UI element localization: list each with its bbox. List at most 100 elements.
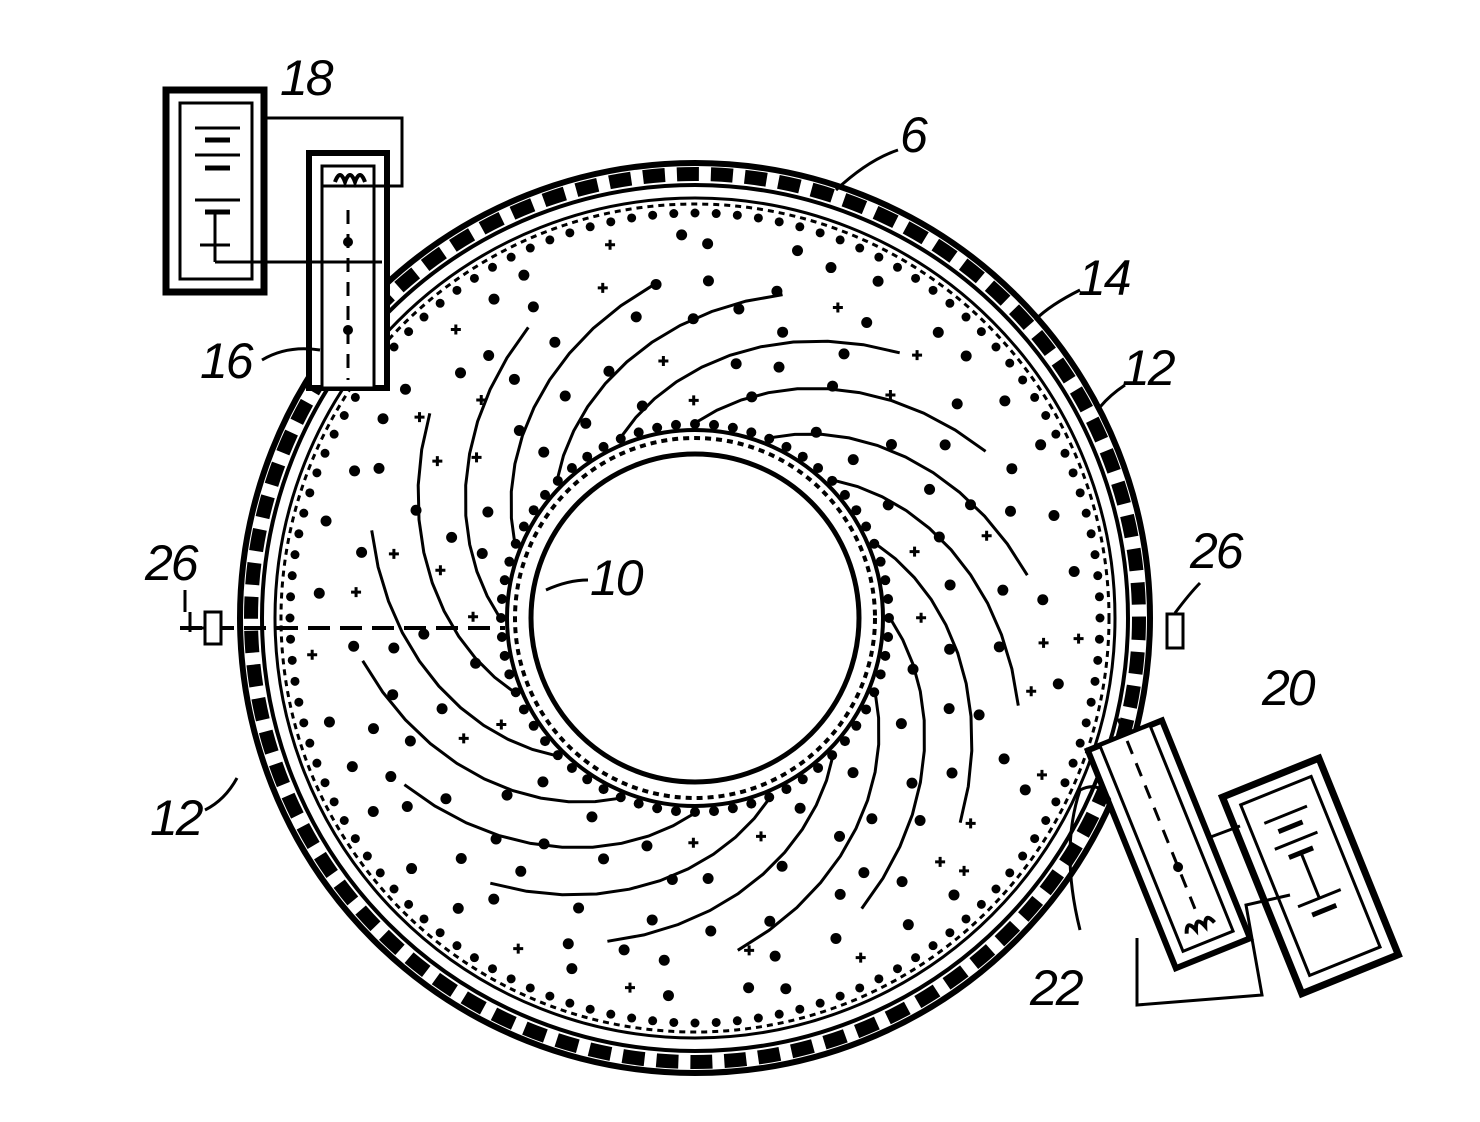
outer-emitter-tip [711,1017,721,1027]
inner-emitter-tip [851,505,862,516]
particle-cross [307,649,318,660]
support-right [1165,612,1185,650]
inner-emitter-tip [552,750,563,761]
inner-emitter-tip [518,704,529,715]
outer-emitter-tip [419,914,429,924]
particle-dot [838,348,850,360]
inner-emitter-tip [499,575,510,586]
particle-dot [1019,784,1031,796]
particle-field [307,229,1084,1002]
particle-cross [388,548,399,559]
particle-cross [496,719,507,730]
leader-16 [261,347,321,362]
particle-dot [1048,510,1060,522]
inner-emitter-tip [884,613,894,623]
outer-emitter-tip [299,718,309,728]
supply-bottom-case [1217,753,1403,999]
inner-electrode-outer-ring [505,428,885,808]
outer-emitter-tip [945,928,955,938]
particle-cross [744,945,755,956]
inner-emitter-tip [496,593,507,604]
leader-10 [545,578,589,592]
particle-dot [373,462,385,474]
label-10: 10 [590,550,644,606]
particle-dot [559,390,571,402]
outer-emitter-tip [286,634,296,644]
particle-dot [702,275,714,287]
outer-emitter-tip [285,613,295,623]
inner-emitter-tip [690,807,700,817]
outer-shell-ring [237,160,1153,1076]
inner-emitter-tip [764,433,775,444]
battery-20-plate-6 [1311,903,1338,918]
particle-dot [549,336,561,348]
particle-dot [834,830,846,842]
outer-emitter-tip [1030,834,1040,844]
source-bottom-beam [1116,718,1197,910]
particle-dot [794,802,806,814]
inner-electrode-dashed-ring [513,436,877,800]
outer-emitter-tip [732,210,742,220]
particle-dot [488,293,500,305]
particle-dot [452,902,464,914]
inner-electrode [505,428,885,808]
label-14: 14 [1078,250,1130,306]
spiral-line [555,293,783,481]
leader-lines [183,148,1202,931]
outer-emitter-tip [690,1018,700,1028]
inner-emitter-tip [496,632,507,643]
particle-dot [476,547,488,559]
outer-emitter-tip [469,953,479,963]
outer-electrode-dashed [279,202,1111,1034]
particle-dot [924,483,936,495]
outer-emitter-tip [1094,634,1104,644]
particle-dot [944,643,956,655]
outer-emitter-tip [815,228,825,238]
particle-dot [404,735,416,747]
outer-electrode-ring [273,196,1117,1040]
outer-emitter-tip [565,998,575,1008]
outer-emitter-tip [1090,676,1100,686]
spiral-line [489,797,771,897]
particle-dot [993,641,1005,653]
particle-dot [944,579,956,591]
leader-22 [1068,785,1112,931]
inner-emitter-tip [504,556,515,567]
particle-cross [468,611,479,622]
particle-dot [902,919,914,931]
outer-emitter-tip [711,209,721,219]
particle-dot [743,982,755,994]
outer-emitter-tip [565,228,575,238]
particle-dot [702,238,714,250]
battery-20-plate-4 [1288,845,1314,860]
particle-dot [946,767,958,779]
particle-cross [624,982,635,993]
particle-cross [909,546,920,557]
particle-dot [932,326,944,338]
particle-dot [401,800,413,812]
outer-emitter-tip [795,222,805,232]
particle-cross [435,565,446,576]
spiral-line [736,692,881,952]
outer-emitter-tip [606,217,616,227]
particle-dot [866,813,878,825]
particle-dot [508,373,520,385]
inner-emitter-tip [690,419,700,429]
source-bottom-filament [1184,915,1216,936]
outer-emitter-tip [1060,448,1070,458]
particle-dot [501,789,513,801]
particle-dot [618,944,630,956]
electron-source-bottom [1083,716,1254,973]
particle-dot [895,718,907,730]
inner-emitter-tip [496,613,506,623]
particle-cross [658,355,669,366]
inner-electrode-emitters [496,419,894,817]
inner-emitter-tip [869,538,880,549]
outer-emitter-tip [945,298,955,308]
outer-emitter-tip [339,816,349,825]
inner-emitter-tip [813,463,824,474]
particle-dot [702,872,714,884]
particle-dot [440,793,452,805]
outer-emitter-tip [320,778,330,788]
particle-cross [756,831,767,842]
